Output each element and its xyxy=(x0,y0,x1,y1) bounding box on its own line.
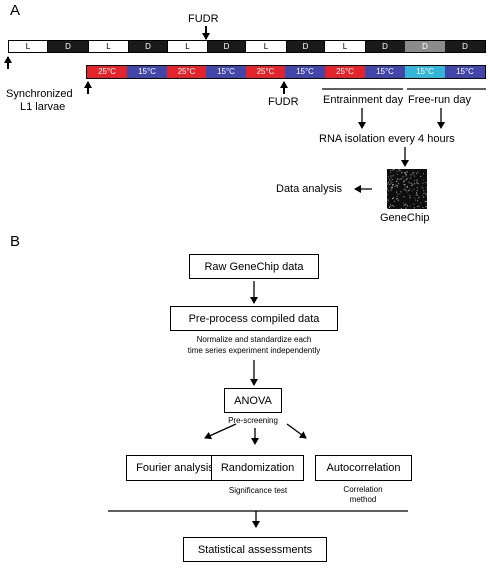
fourier-analysis-box: Fourier analysis xyxy=(126,455,224,481)
entrainment-day-label: Entrainment day xyxy=(323,94,404,106)
fudr-top-label: FUDR xyxy=(188,13,219,25)
ld-segment: L xyxy=(8,40,48,53)
significance-test-label: Significance test xyxy=(228,486,288,495)
anova-to-fourier-arrow xyxy=(204,423,237,440)
anova-box: ANOVA xyxy=(224,388,282,413)
autocorrelation-box: Autocorrelation xyxy=(315,455,412,481)
panel-a-label: A xyxy=(10,2,21,19)
ld-segment: D xyxy=(405,41,445,52)
larvae-label: L1 larvae xyxy=(20,101,66,113)
ld-segment: D xyxy=(223,42,230,51)
genechip-image xyxy=(387,169,428,210)
ld-segment: D xyxy=(65,42,71,51)
correlation-line-2: method xyxy=(349,495,377,504)
ld-segment: L xyxy=(88,40,129,53)
rna-isolation-label: RNA isolation every 4 hours xyxy=(319,133,455,145)
temperature-bar: 25°C 15°C 25°C 15°C 25°C 15°C 25°C 15°C … xyxy=(86,65,486,79)
temp-segment: 15°C xyxy=(127,66,167,78)
ld-segment: D xyxy=(382,42,388,51)
normalize-line-2: time series experiment independently xyxy=(187,346,321,355)
correlation-line-1: Correlation xyxy=(343,485,383,494)
ld-segment: L xyxy=(167,40,208,53)
temp-segment: 25°C xyxy=(246,66,285,78)
temp-segment: 15°C xyxy=(405,66,445,78)
temp-segment: 15°C xyxy=(285,66,325,78)
temp-segment: 25°C xyxy=(87,66,127,78)
anova-to-autocorrelation-arrow xyxy=(286,423,307,439)
statistical-assessments-box: Statistical assessments xyxy=(183,537,327,562)
free-run-day-label: Free-run day xyxy=(408,94,471,106)
light-dark-bar: L D L D L D L D L D D D xyxy=(8,40,486,53)
ld-segment: D xyxy=(302,42,309,51)
pre-process-box: Pre-process compiled data xyxy=(170,306,338,331)
ld-segment: D xyxy=(145,42,151,51)
randomization-box: Randomization xyxy=(211,455,304,481)
genechip-label: GeneChip xyxy=(380,212,430,224)
ld-segment: D xyxy=(462,42,468,51)
normalize-line-1: Normalize and standardize each xyxy=(196,335,312,344)
fudr-bottom-label: FUDR xyxy=(268,96,299,108)
data-analysis-label: Data analysis xyxy=(276,183,343,195)
temp-segment: 25°C xyxy=(167,66,206,78)
panel-b-label: B xyxy=(10,233,21,250)
temp-segment: 25°C xyxy=(325,66,365,78)
pre-screening-label: Pre-screening xyxy=(228,416,278,425)
temp-segment: 15°C xyxy=(445,66,485,78)
ld-segment: L xyxy=(245,40,287,53)
synchronized-label: Synchronized xyxy=(6,88,73,100)
temp-segment: 15°C xyxy=(206,66,246,78)
temp-segment: 15°C xyxy=(365,66,405,78)
ld-segment: L xyxy=(324,40,366,53)
raw-genechip-data-box: Raw GeneChip data xyxy=(189,254,319,279)
